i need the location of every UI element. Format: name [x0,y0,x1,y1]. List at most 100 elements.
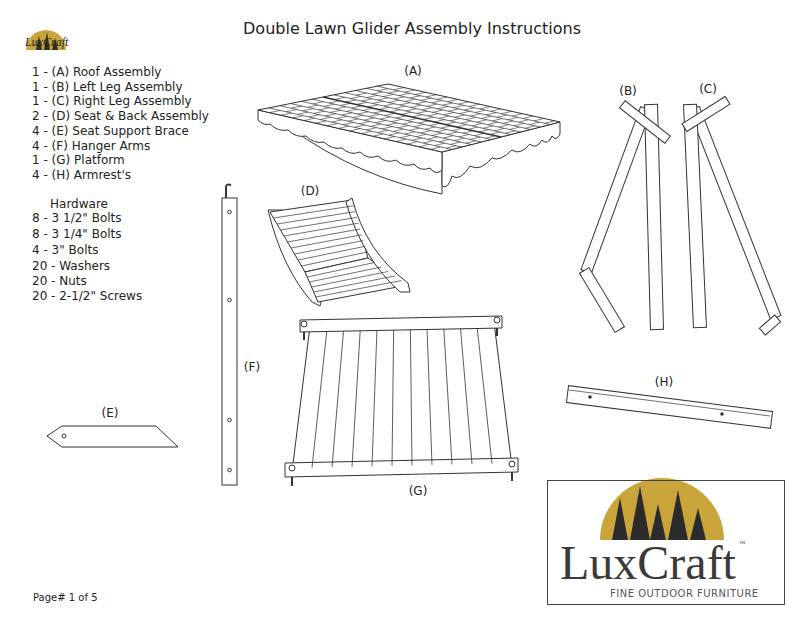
bolt-hole [228,418,232,422]
shingle-joint [446,146,456,148]
shingle-joint [374,111,384,113]
shingle-joint [421,131,431,133]
shingle-joint [469,104,479,106]
shingle-joint [384,104,395,106]
shingle-joint [356,93,367,95]
shingle-joint [400,135,410,137]
shingle-joint [534,118,544,120]
shingle-joint [466,117,476,119]
shingle-joint [483,126,493,128]
callout-letter: (D) [301,185,320,199]
shingle-joint [412,115,422,117]
shingle-joint [378,98,389,100]
shingle-joint [405,99,416,101]
seat-slat [281,217,357,230]
platform-slat [461,329,472,464]
shingle-joint [434,120,444,122]
shingle-joint [330,110,341,112]
leg-board [690,104,700,328]
shingle-joint [359,121,369,123]
bolt-hole [228,298,232,302]
platform-rail [285,458,518,477]
shingle-joint [492,119,502,121]
roof-top [258,84,560,152]
leg-board-face [651,105,657,329]
leg-brace-face [623,105,667,140]
seat-slat [274,206,354,218]
shingle-joint [497,115,507,117]
shingle-joint [405,132,415,134]
shingle-joint [463,131,473,133]
shingle-joint [382,127,392,129]
shingle-joint [411,105,421,107]
shingle-joint [337,116,348,118]
shingle-joint [335,107,346,109]
leg-board-outline [762,318,778,332]
shingle-joint [474,133,484,135]
shingle-joint [351,106,362,108]
leg-board-face [694,109,775,317]
leg-board-face [763,319,777,332]
leg-board [584,270,620,330]
shingle-joint [363,108,374,110]
shingle-joint [406,109,416,111]
shingle-joint [448,132,458,134]
shingle-joint [361,99,372,101]
page-number: Page# 1 of 5 [33,592,98,604]
shingle-joint [375,120,385,122]
shingle-joint [297,112,308,114]
shingle-joint [459,134,469,136]
shingle-joint [448,109,458,111]
shingle-joint [393,88,404,90]
hardware-item: 8 - 3 1/4" Bolts [32,228,122,242]
callout-letter: (E) [102,407,119,421]
shingle-joint [404,90,415,92]
leg-board [651,104,657,330]
shingle-joint [470,137,480,139]
shingle-joint [450,118,460,120]
shingle-joint [390,110,400,112]
shingle-joint [428,114,438,116]
shingle-joint [364,118,374,120]
hanger-board [222,198,237,485]
shingle-joint [422,108,432,110]
parts-list-item: 1 - (A) Roof Assembly [32,66,161,80]
shingle-joint [425,127,435,129]
leg-brace-outline [622,104,668,140]
shingle-joint [436,129,446,131]
shingle-joint [508,117,518,119]
armrest-edge [569,390,770,416]
shingle-joint [395,106,405,108]
leg-board-face [586,109,645,271]
platform-slat [372,331,377,467]
leg-board-face [585,271,620,329]
shingle-joint [270,110,281,112]
leg-board-outline [694,108,776,318]
seat-slat [277,212,355,224]
leg-board [586,108,646,272]
shingle-joint [388,91,399,93]
parts-list-item: 4 - (F) Hanger Arms [32,140,150,154]
shingle-joint [379,107,390,109]
seat-slat [291,235,362,248]
logo-wordmark: LuxCraft [560,539,736,587]
shingle-joint [396,139,406,141]
shingle-joint [490,132,500,134]
shingle-joint [389,133,399,135]
shingle-joint [339,126,349,128]
logo-trees [612,486,706,540]
shingle-joint [293,116,304,118]
shingle-joint [396,116,406,118]
shingle-joint [408,142,418,144]
bolt-hole [228,210,232,214]
shingle-joint [316,121,327,123]
shingle-joint [416,102,426,104]
shingle-joint [512,114,522,116]
shingle-joint [320,117,331,119]
callout-letter: (B) [619,85,637,99]
parts-list-item: 1 - (C) Right Leg Assembly [32,95,192,109]
shingle-joint [510,127,520,129]
logo-tagline: FINE OUTDOOR FURNITURE [610,589,759,599]
shingle-joint [447,99,457,101]
bolt-hole [720,412,724,416]
